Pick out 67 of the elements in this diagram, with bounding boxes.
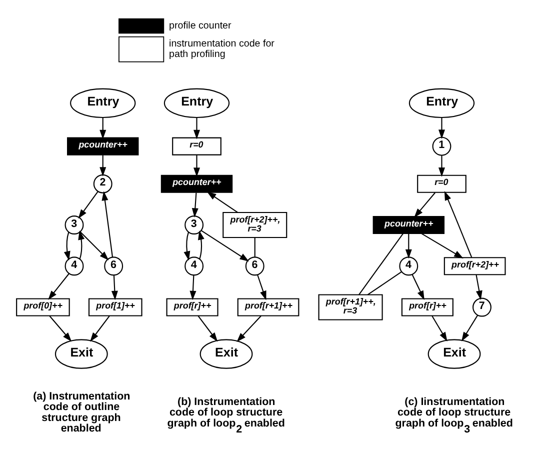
arrow [462,314,478,342]
arrow [198,316,218,342]
node-box: prof[r]++ [166,298,218,316]
node-circle: 4 [64,256,84,276]
arrow [438,156,445,177]
node-circle: 3 [64,216,84,234]
arrow [432,316,448,342]
node-circle: 1 [432,136,452,156]
node-ellipse: Entry [164,88,230,118]
node-circle: 4 [399,256,418,276]
arrow [444,191,472,258]
arrow [193,155,200,177]
arrow [102,191,114,258]
node-ellipse: Entry [70,88,136,118]
legend-label: instrumentation code for path profiling [169,38,274,60]
connector [358,233,404,295]
node-ellipse: Exit [200,339,253,369]
node-ellipse: Exit [54,339,108,369]
node-ellipse: Exit [428,339,481,369]
arrow [184,232,190,261]
connector [254,238,256,258]
legend-label: profile counter [169,20,232,32]
node-box: pcounter++ [372,216,445,234]
arrow [412,274,424,300]
node-circle: 3 [184,216,204,234]
arrow [206,192,238,213]
node-circle: 4 [184,256,204,276]
arrow [200,230,250,262]
arrow [193,118,200,140]
arrow [64,232,70,261]
node-circle: 7 [472,298,492,317]
arrow [257,274,266,300]
node-box: r=0 [417,174,466,193]
arrow [78,191,98,219]
arrow [438,118,445,139]
arrow [49,316,72,342]
label: (a) Instrumentation code of outline structure graph enabled [33,390,130,435]
node-box: prof[r+2]++, r=3 [222,212,288,238]
arrow [190,275,196,300]
node-box: r=0 [172,137,222,156]
arrow [414,192,436,218]
node-circle: 6 [245,256,264,276]
arrow [421,233,464,258]
arrow [78,230,85,260]
node-box: prof[0]++ [16,298,70,316]
arrow [90,316,110,342]
node-box: prof[r+1]++ [237,298,300,316]
node-box: pcounter++ [67,137,139,156]
arrow [100,118,106,140]
node-box: prof[r]++ [401,298,454,316]
node-circle: 6 [104,256,124,276]
arrow [111,275,118,300]
arrow [198,230,204,260]
arrow [80,232,109,260]
arrow [236,316,262,342]
node-circle: 2 [93,174,112,194]
node-box: prof[1]++ [88,298,142,316]
arrow [476,274,482,300]
arrow [192,192,198,218]
arrow [100,155,106,176]
arrow [405,234,412,259]
node-box: pcounter++ [160,174,233,193]
node-box: prof[r+1]++, r=3 [318,294,383,320]
node-box: prof[r+2]++ [444,257,506,276]
node-ellipse: Entry [408,88,475,118]
arrow [48,273,70,300]
connector [367,271,402,296]
